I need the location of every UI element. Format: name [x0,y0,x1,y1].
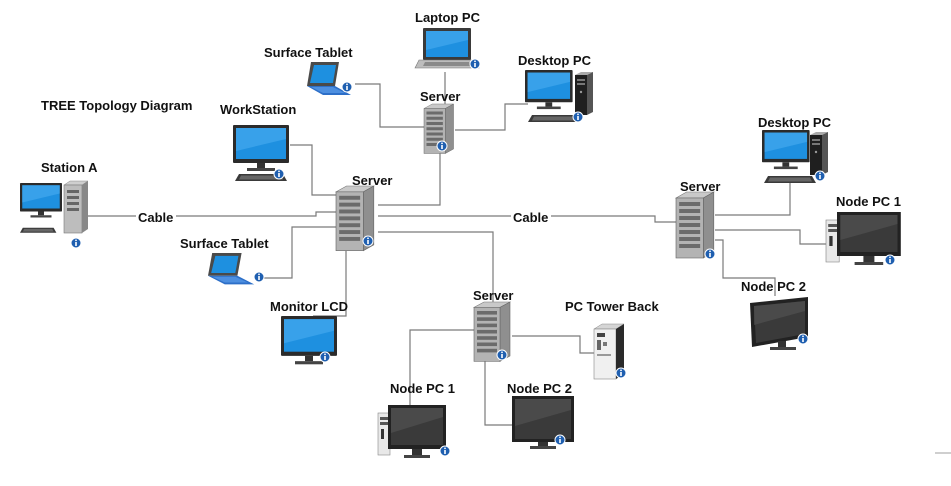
label-server-bottom: Server [473,288,513,303]
node-pc-2-right-icon[interactable] [750,297,809,350]
link-server-top-to-desktop [455,103,528,131]
label-laptop-pc: Laptop PC [415,10,481,25]
server-right-icon[interactable] [675,191,716,260]
label-server-center: Server [352,173,392,188]
node-pc-1-right-icon[interactable] [825,211,902,266]
laptop-pc-icon[interactable] [414,27,481,70]
desktop-pc-top-icon[interactable] [525,70,593,123]
label-node-pc-2-bottom: Node PC 2 [507,381,572,396]
label-desktop-pc-right: Desktop PC [758,115,832,130]
workstation-icon[interactable] [233,125,289,181]
label-workstation: WorkStation [220,102,296,117]
label-surface-tablet-mid: Surface Tablet [180,236,269,251]
svg-text:Cable: Cable [513,210,548,225]
label-server-right: Server [680,179,720,194]
label-node-pc-1-right: Node PC 1 [836,194,901,209]
label-monitor-lcd: Monitor LCD [270,299,348,314]
surface-tablet-top-icon[interactable] [307,62,353,95]
pc-tower-back-icon[interactable] [593,323,627,380]
surface-tablet-mid-icon[interactable] [208,253,265,285]
link-server-bottom-to-node-pc-1 [409,329,476,412]
link-server-bottom-to-node-pc-2 [484,360,514,426]
link-server-right-to-node-pc-1 [715,229,830,245]
link-tablet-mid-to-server-center [262,226,340,279]
label-node-pc-1-bottom: Node PC 1 [390,381,455,396]
cable-label-right: Cable [511,209,551,225]
link-tablet-to-server-top [355,83,428,128]
link-workstation-to-server-center [290,144,340,196]
station-a-icon[interactable] [20,180,89,249]
label-surface-tablet-top: Surface Tablet [264,45,353,60]
label-pc-tower-back: PC Tower Back [565,299,659,314]
label-server-top: Server [420,89,460,104]
diagram-title: TREE Topology Diagram [41,98,192,113]
label-station-a: Station A [41,160,98,175]
desktop-pc-right-icon[interactable] [762,130,828,183]
node-pc-2-bottom-icon[interactable] [512,396,574,449]
link-server-bottom-to-pc-tower-back [512,335,596,354]
server-bottom-icon[interactable] [473,301,511,362]
label-desktop-pc-top: Desktop PC [518,53,592,68]
cable-label-left: Cable [136,209,176,225]
link-server-right-to-desktop [715,183,791,216]
edge-divider [935,452,951,454]
label-node-pc-2-right: Node PC 2 [741,279,806,294]
monitor-lcd-icon[interactable] [281,316,337,365]
link-station-a-to-server-center [88,211,340,217]
svg-text:Cable: Cable [138,210,173,225]
link-server-center-to-server-bottom [378,231,494,310]
node-pc-1-bottom-icon[interactable] [377,404,451,459]
connection-lines [88,72,830,426]
server-center-icon[interactable] [335,185,375,252]
link-server-right-to-node-pc-2 [715,239,776,296]
server-top-icon[interactable] [423,103,454,154]
link-server-center-to-server-top [378,150,441,206]
